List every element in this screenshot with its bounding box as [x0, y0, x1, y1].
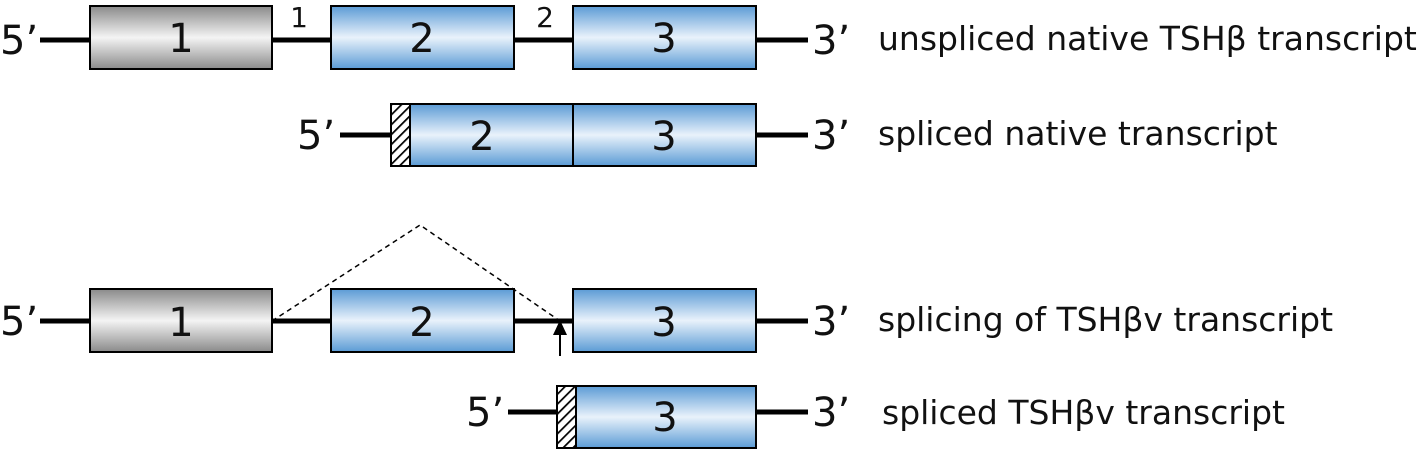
- exon-1-label: 1: [168, 16, 193, 62]
- intron-1-label: 1: [290, 1, 308, 34]
- five-prime-label: 5’: [466, 390, 504, 436]
- row-label: spliced TSHβv transcript: [882, 393, 1285, 432]
- exon-3-label: 3: [651, 16, 676, 62]
- exon-1-box: [89, 5, 273, 70]
- row-spliced-native: 5’ 3’ 2 3 spliced native transcript: [297, 103, 1278, 167]
- row-spliced-variant: 5’ 3’ 3 spliced TSHβv transcript: [466, 385, 1285, 449]
- exon-3-box: [556, 385, 757, 449]
- exon-3-box: [572, 5, 757, 70]
- hatched-leader-segment: [390, 103, 411, 167]
- exon-2-box: [330, 288, 515, 353]
- intron-2-label: 2: [536, 1, 554, 34]
- row-label: splicing of TSHβv transcript: [878, 300, 1333, 339]
- three-prime-label: 3’: [812, 299, 850, 345]
- exon-2-label: 2: [469, 114, 494, 160]
- exon-3-label: 3: [652, 395, 677, 441]
- exon-2-label: 2: [409, 300, 434, 346]
- exon-2-box: [330, 5, 515, 70]
- three-prime-label: 3’: [812, 390, 850, 436]
- row-label: unspliced native TSHβ transcript: [878, 19, 1417, 58]
- exon-3-box: [572, 103, 757, 167]
- row-splicing-variant: 5’ 3’ 1 2 3 splicing of TSHβv transcript: [0, 224, 1333, 356]
- splice-junction-dashed-line: [271, 224, 561, 322]
- splice-site-arrow: [553, 320, 567, 356]
- hatched-leader-segment: [556, 385, 577, 449]
- three-prime-label: 3’: [812, 113, 850, 159]
- row-unspliced-native: 5’ 3’ 1 2 3 1 2 unspliced native TSHβ tr…: [0, 1, 1417, 70]
- exon-2-label: 2: [409, 16, 434, 62]
- three-prime-label: 3’: [812, 18, 850, 64]
- exon-1-box: [89, 288, 273, 353]
- exon-3-box: [572, 288, 757, 353]
- exon-3-label: 3: [651, 114, 676, 160]
- row-label: spliced native transcript: [878, 114, 1278, 153]
- five-prime-label: 5’: [0, 18, 38, 64]
- exon-1-label: 1: [168, 300, 193, 346]
- five-prime-label: 5’: [0, 299, 38, 345]
- exon-3-label: 3: [651, 300, 676, 346]
- five-prime-label: 5’: [297, 113, 335, 159]
